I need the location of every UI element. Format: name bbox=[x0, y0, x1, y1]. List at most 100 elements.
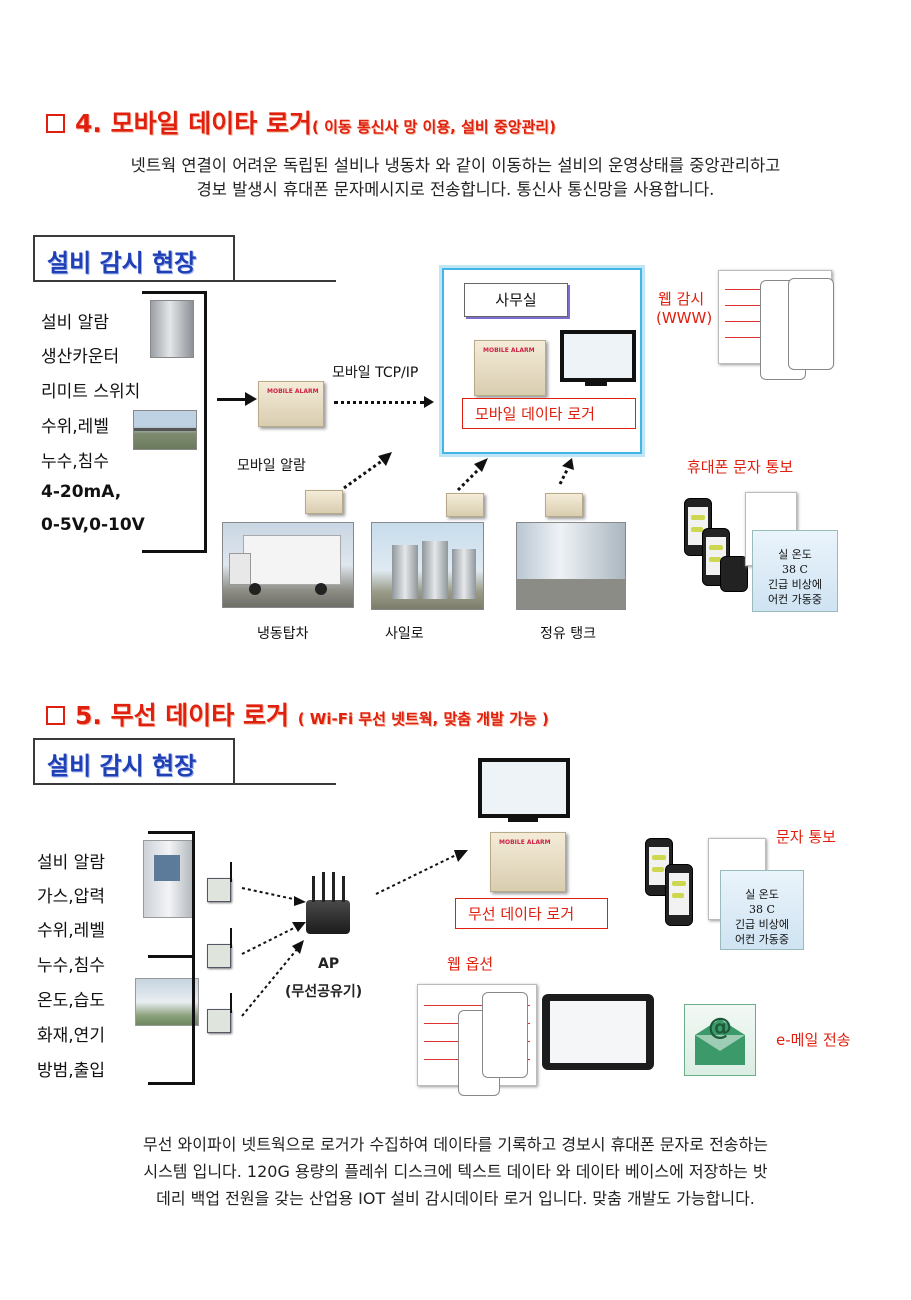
wifi-sensor-3-antenna bbox=[230, 993, 232, 1013]
s4-upload-arrows bbox=[343, 452, 574, 492]
section4-heading: 4. 모바일 데이타 로거( 이동 통신사 망 이용, 설비 중앙관리) bbox=[46, 104, 556, 140]
web-phone-2 bbox=[788, 278, 834, 370]
wifi-sensor-1-antenna bbox=[230, 862, 232, 882]
office-monitor bbox=[560, 330, 636, 382]
s4-item-2: 리미트 스위치 bbox=[41, 382, 141, 402]
device-brand-text: MOBILE ALARM bbox=[267, 388, 319, 395]
s5-desc-line2: 시스템 입니다. 120G 용량의 플레쉬 디스크에 텍스트 데이타 와 데이타… bbox=[143, 1162, 768, 1181]
office-monitor-stand bbox=[585, 382, 607, 386]
s5-site-bracket bbox=[148, 831, 195, 1085]
s4-item-5: 4-20mA, bbox=[41, 482, 122, 502]
tcp-arrow-head bbox=[424, 396, 434, 408]
section4-subtitle: ( 이동 통신사 망 이용, 설비 중앙관리) bbox=[312, 118, 556, 136]
web-monitor-label-1: 웹 감시 bbox=[658, 290, 705, 308]
wifi-device-brand: MOBILE ALARM bbox=[499, 839, 551, 846]
email-icon: @ bbox=[684, 1004, 756, 1076]
ap-antenna-1 bbox=[312, 876, 315, 902]
section5-heading: 5. 무선 데이타 로거 ( Wi-Fi 무선 넷트웍, 맞춤 개발 가능 ) bbox=[46, 696, 549, 732]
web-option-label: 웹 옵션 bbox=[447, 955, 494, 973]
section5-site-title: 설비 감시 현장 bbox=[33, 738, 235, 784]
wifi-logger-device: MOBILE ALARM bbox=[490, 832, 566, 892]
tank-label: 정유 탱크 bbox=[540, 626, 596, 642]
s5-sms-line4: 어컨 가동중 bbox=[734, 933, 790, 946]
storage-tank-photo bbox=[135, 978, 199, 1026]
section5-description: 무선 와이파이 넷트웍으로 로거가 수집하여 데이타를 기록하고 경보시 휴대폰… bbox=[20, 1131, 891, 1212]
silo-label: 사일로 bbox=[385, 626, 424, 642]
wifi-sensor-2 bbox=[207, 944, 231, 968]
s4-item-0: 설비 알람 bbox=[41, 313, 109, 333]
s5-item-5: 화재,연기 bbox=[37, 1026, 105, 1046]
s4-item-1: 생산카운터 bbox=[41, 347, 120, 367]
mobile-logger-label: 모바일 데이타 로거 bbox=[462, 398, 636, 429]
checkbox-icon bbox=[46, 706, 65, 725]
silo-photo bbox=[371, 522, 484, 610]
section4-site-title: 설비 감시 현장 bbox=[33, 235, 235, 281]
s5-wireless-arrows bbox=[241, 850, 468, 1017]
s5-sms-label: 문자 통보 bbox=[776, 828, 836, 846]
s5-bracket-tap bbox=[148, 955, 192, 958]
silo-alarm-device bbox=[446, 493, 484, 517]
s5-item-4: 온도,습도 bbox=[37, 991, 105, 1011]
section5-site-underline bbox=[33, 783, 336, 785]
sms-line1: 실 온도 bbox=[778, 548, 812, 561]
email-label: e-메일 전송 bbox=[776, 1031, 851, 1049]
web-monitor-label-2: (WWW) bbox=[656, 309, 713, 327]
s4-arrow-line bbox=[217, 398, 247, 401]
s4-arrow-head bbox=[245, 392, 257, 406]
office-device-brand: MOBILE ALARM bbox=[483, 347, 535, 354]
office-label: 사무실 bbox=[464, 283, 568, 317]
mobile-alarm-label: 모바일 알람 bbox=[237, 458, 306, 474]
s5-item-2: 수위,레벨 bbox=[37, 921, 105, 941]
section4-site-underline bbox=[33, 280, 336, 282]
tcp-label: 모바일 TCP/IP bbox=[332, 365, 419, 381]
section4-title: 4. 모바일 데이타 로거 bbox=[75, 109, 313, 138]
bridge-photo bbox=[133, 410, 197, 450]
wifi-logger-label: 무선 데이타 로거 bbox=[455, 898, 608, 929]
section4-desc-line1: 넷트웍 연결이 어려운 독립된 설비나 냉동차 와 같이 이동하는 설비의 운영… bbox=[130, 156, 781, 175]
s5-item-3: 누수,침수 bbox=[37, 956, 105, 976]
ap-antenna-2 bbox=[322, 872, 325, 902]
s5-sms-phone-2 bbox=[665, 864, 693, 926]
s5-desc-line3: 데리 백업 전원을 갖는 산업용 IOT 설비 감시데이타 로거 입니다. 맞춤… bbox=[156, 1189, 755, 1208]
s4-item-4: 누수,침수 bbox=[41, 452, 109, 472]
wifi-monitor bbox=[478, 758, 570, 818]
section5-subtitle: ( Wi-Fi 무선 넷트웍, 맞춤 개발 가능 ) bbox=[297, 710, 549, 728]
section4-desc-line2: 경보 발생시 휴대폰 문자메시지로 전송합니다. 통신사 통신망을 사용합니다. bbox=[196, 180, 715, 199]
wifi-monitor-stand bbox=[508, 818, 538, 822]
truck-label: 냉동탑차 bbox=[257, 626, 309, 642]
section4-description: 넷트웍 연결이 어려운 독립된 설비나 냉동차 와 같이 이동하는 설비의 운영… bbox=[20, 154, 891, 202]
sms-message-card: 실 온도 38 C 긴급 비상에 어컨 가동중 bbox=[752, 530, 838, 612]
checkbox-icon bbox=[46, 114, 65, 133]
s4-item-3: 수위,레벨 bbox=[41, 417, 109, 437]
tank-photo bbox=[516, 522, 626, 610]
wifi-sensor-2-antenna bbox=[230, 928, 232, 948]
s5-sms-line1: 실 온도 bbox=[745, 888, 779, 901]
sms-line3: 긴급 비상에 bbox=[767, 578, 823, 591]
s5-sms-line2: 38 C bbox=[749, 903, 775, 916]
email-at-symbol: @ bbox=[708, 1013, 732, 1041]
web-option-phone-2 bbox=[482, 992, 528, 1078]
truck-photo bbox=[222, 522, 354, 608]
tank-alarm-device bbox=[545, 493, 583, 517]
s5-sms-message-card: 실 온도 38 C 긴급 비상에 어컨 가동중 bbox=[720, 870, 804, 950]
tcp-arrow-line bbox=[334, 401, 424, 404]
s5-item-6: 방범,출입 bbox=[37, 1061, 105, 1081]
ap-antenna-4 bbox=[342, 876, 345, 902]
ap-sub-label: (무선공유기) bbox=[285, 984, 363, 1000]
cnc-machine-photo bbox=[143, 840, 195, 918]
s5-sms-line3: 긴급 비상에 bbox=[734, 918, 790, 931]
s5-item-0: 설비 알람 bbox=[37, 853, 105, 873]
sms-line2: 38 C bbox=[782, 563, 808, 576]
ap-label: AP bbox=[318, 956, 340, 972]
ap-antenna-3 bbox=[332, 872, 335, 902]
web-option-tablet bbox=[542, 994, 654, 1070]
s4-site-bracket bbox=[142, 291, 207, 553]
sms-phone-3 bbox=[720, 556, 748, 592]
mobile-alarm-device: MOBILE ALARM bbox=[258, 381, 324, 427]
wifi-sensor-1 bbox=[207, 878, 231, 902]
s5-item-1: 가스,압력 bbox=[37, 887, 105, 907]
section5-title: 5. 무선 데이타 로거 bbox=[75, 701, 290, 730]
truck-alarm-device bbox=[305, 490, 343, 514]
sms-line4: 어컨 가동중 bbox=[767, 593, 823, 606]
office-logger-device: MOBILE ALARM bbox=[474, 340, 546, 396]
